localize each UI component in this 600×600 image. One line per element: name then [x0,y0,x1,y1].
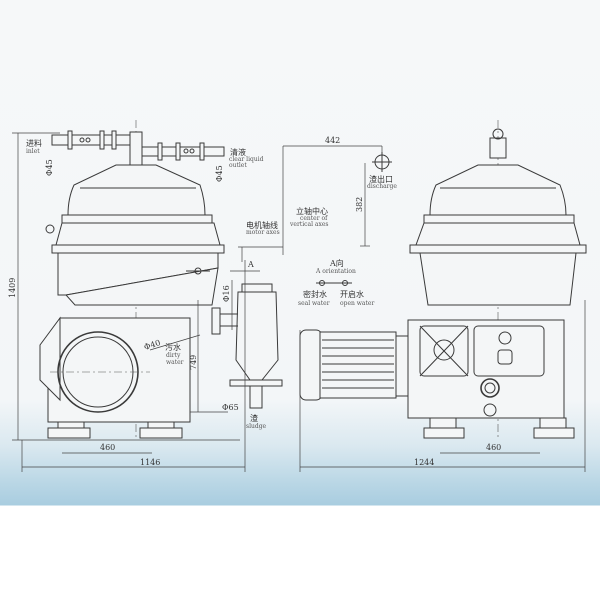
a-orientation-en: A orientation [315,268,356,275]
dirty-water-en-2: water [166,359,184,366]
dim-442: 442 [325,136,340,145]
left-elevation-view [39,120,283,440]
dim-phi65: Φ65 [222,403,239,412]
inlet-pipe [51,130,143,169]
motor-axes-label-cn: 电机轴线 [246,220,278,230]
dim-phi16: Φ16 [222,285,231,302]
dim-460-right: 460 [486,443,501,452]
discharge-label-cn: 渣出口 [369,174,393,184]
dim-460-left: 460 [100,443,115,452]
inlet-diameter: Φ45 [45,159,54,176]
vertical-axes-label-en-1: center of [300,215,328,222]
dim-1409: 1409 [8,278,17,298]
outlet-label-en-2: outlet [229,162,247,169]
sludge-label-en: sludge [246,423,267,430]
discharge-label-en: discharge [367,183,397,190]
seal-water-en: seal water [298,300,330,307]
frame-flange [51,244,225,254]
bowl-cover [67,164,206,216]
dirty-water-cn: 污水 [165,342,181,352]
dirty-water-en-1: dirty [166,352,181,359]
sludge-tank [186,267,283,409]
sludge-label-cn: 渣 [250,413,258,423]
motor-axes-label-en: motor axes [246,229,280,236]
outlet-diameter: Φ45 [215,165,224,182]
dimension-lines [12,132,586,472]
outlet-label-cn: 清液 [230,147,246,157]
a-view-arrow-label: A [247,260,254,269]
vertical-axes-label-cn: 立轴中心 [296,206,328,216]
outlet-label-en-1: clear liquid [229,156,264,163]
gearbox [407,319,575,439]
inlet-label-en: inlet [26,148,40,155]
dim-382: 382 [355,197,364,212]
outlet-pipe [141,142,225,161]
dim-749: 749 [189,355,198,370]
open-water-cn: 开启水 [340,289,364,299]
vertical-axes-label-en-2: vertical axes [289,221,329,228]
motor [299,329,409,401]
a-orientation-cn: A向 [329,258,344,268]
inlet-label-cn: 进料 [26,138,42,148]
right-elevation-view [299,120,587,440]
dim-1146: 1146 [140,458,160,467]
seal-water-cn: 密封水 [303,289,327,299]
dim-1244: 1244 [414,458,434,467]
open-water-en: open water [340,300,374,307]
